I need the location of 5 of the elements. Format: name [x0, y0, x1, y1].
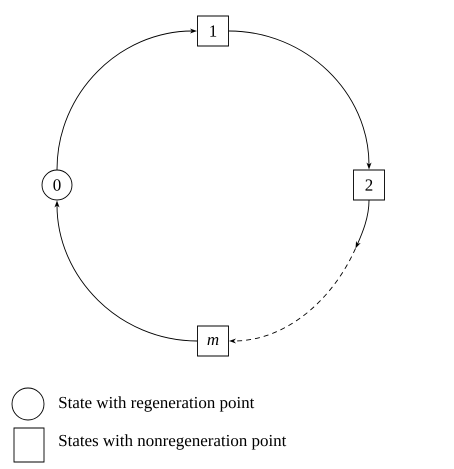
state-box: 2	[353, 170, 385, 200]
state-box: m	[197, 326, 229, 356]
legend-text: State with regeneration point	[59, 396, 254, 412]
state-box: 1	[197, 16, 229, 46]
legend-text: States with nonregeneration point	[59, 434, 286, 450]
